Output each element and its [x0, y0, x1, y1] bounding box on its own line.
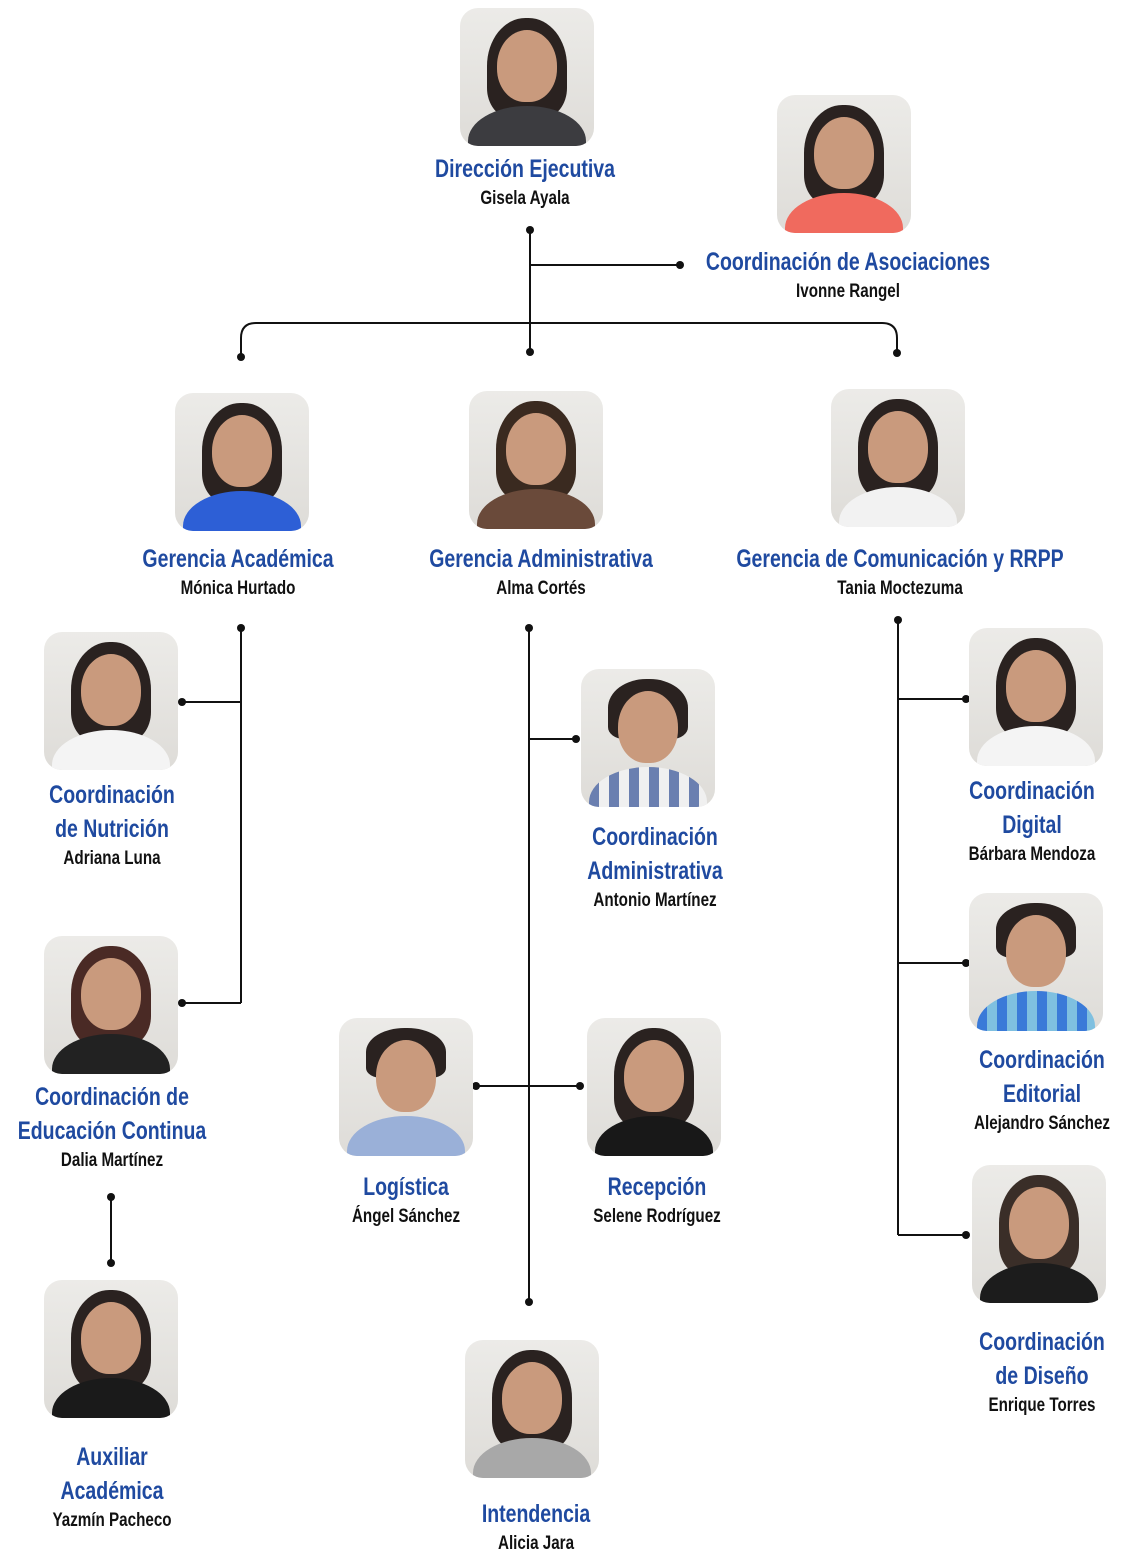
node-editorial: Coordinación Editorial Alejandro Sánchez [957, 1043, 1127, 1137]
node-title-line2: Digital [1002, 811, 1062, 839]
node-academica: Gerencia Académica Mónica Hurtado [115, 542, 360, 602]
node-asociaciones: Coordinación de Asociaciones Ivonne Rang… [666, 245, 1030, 305]
photo-editorial [969, 893, 1103, 1031]
photo-intendencia [465, 1340, 599, 1478]
node-diseno: Coordinación de Diseño Enrique Torres [961, 1325, 1122, 1419]
node-title: Coordinación de Asociaciones [705, 248, 991, 276]
node-title: Dirección Ejecutiva [435, 155, 615, 183]
node-person: Dalia Martínez [60, 1150, 164, 1171]
node-title-line1: Coordinación [592, 823, 718, 851]
node-title-line2: Editorial [1002, 1080, 1081, 1108]
node-title-line1: Coordinación [969, 777, 1095, 805]
node-direccion: Dirección Ejecutiva Gisela Ayala [410, 152, 641, 212]
node-auxiliar: Auxiliar Académica Yazmín Pacheco [38, 1440, 187, 1534]
photo-auxiliar [44, 1280, 178, 1418]
node-person: Alejandro Sánchez [974, 1113, 1110, 1134]
photo-nutricion [44, 632, 178, 770]
node-person: Tania Moctezuma [837, 578, 963, 599]
photo-digital [969, 628, 1103, 766]
node-person: Alma Cortés [496, 578, 586, 599]
node-title-line2: Educación Continua [17, 1117, 207, 1145]
node-person: Ángel Sánchez [351, 1206, 461, 1227]
node-title-line1: Coordinación [49, 781, 175, 809]
node-person: Mónica Hurtado [180, 578, 296, 599]
node-title: Gerencia de Comunicación y RRPP [736, 545, 1064, 573]
node-person: Ivonne Rangel [796, 281, 900, 302]
photo-recepcion [587, 1018, 721, 1156]
node-title: Intendencia [481, 1500, 591, 1528]
node-person: Selene Rodríguez [593, 1206, 721, 1227]
photo-administrativa [469, 391, 603, 529]
photo-comunicacion [831, 389, 965, 527]
node-nutricion: Coordinación de Nutrición Adriana Luna [31, 778, 192, 872]
photo-educacion [44, 936, 178, 1074]
node-digital: Coordinación Digital Bárbara Mendoza [951, 774, 1112, 868]
node-title-line1: Coordinación [979, 1328, 1105, 1356]
node-title-line2: de Nutrición [55, 815, 169, 843]
node-person: Yazmín Pacheco [52, 1510, 172, 1531]
node-logistica: Logística Ángel Sánchez [338, 1170, 473, 1230]
photo-asociaciones [777, 95, 911, 233]
node-title-line2: Administrativa [587, 857, 723, 885]
node-title: Recepción [607, 1173, 707, 1201]
node-comunicacion: Gerencia de Comunicación y RRPP Tania Mo… [690, 542, 1110, 602]
node-person: Enrique Torres [988, 1395, 1096, 1416]
node-title-line2: Académica [60, 1477, 164, 1505]
node-person: Gisela Ayala [480, 188, 570, 209]
photo-academica [175, 393, 309, 531]
node-administrativa: Gerencia Administrativa Alma Cortés [398, 542, 685, 602]
node-title: Gerencia Administrativa [429, 545, 653, 573]
photo-direccion [460, 8, 594, 146]
node-intendencia: Intendencia Alicia Jara [467, 1497, 606, 1557]
node-person: Alicia Jara [497, 1533, 575, 1554]
node-person: Bárbara Mendoza [968, 844, 1096, 865]
photo-coord-admin [581, 669, 715, 807]
node-educacion: Coordinación de Educación Continua Dalia… [0, 1080, 233, 1174]
node-recepcion: Recepción Selene Rodríguez [577, 1170, 736, 1230]
node-person: Antonio Martínez [593, 890, 717, 911]
node-title: Logística [363, 1173, 449, 1201]
node-title-line1: Coordinación de [35, 1083, 189, 1111]
node-title-line2: de Diseño [995, 1362, 1089, 1390]
node-title-line1: Coordinación [979, 1046, 1105, 1074]
node-coord-admin: Coordinación Administrativa Antonio Mart… [568, 820, 742, 914]
node-person: Adriana Luna [63, 848, 161, 869]
photo-diseno [972, 1165, 1106, 1303]
photo-logistica [339, 1018, 473, 1156]
node-title-line1: Auxiliar [76, 1443, 148, 1471]
node-title: Gerencia Académica [142, 545, 334, 573]
